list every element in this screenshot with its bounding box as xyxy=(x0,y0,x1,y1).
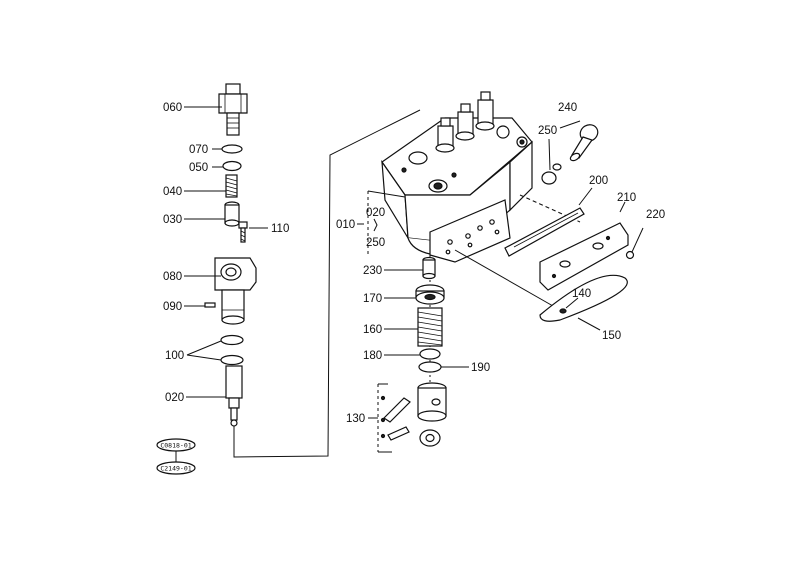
part-050-washer xyxy=(222,160,242,172)
part-170-spring-seat xyxy=(415,284,445,305)
reference-stamps: C0818-01 C2149-01 xyxy=(156,438,196,475)
part-080-holder-body xyxy=(214,257,257,325)
label-240: 240 xyxy=(558,102,577,114)
delivery-valve-holders xyxy=(435,91,495,153)
part-250-washer xyxy=(541,138,562,185)
part-140-pin xyxy=(559,297,579,314)
label-210: 210 xyxy=(617,192,636,204)
part-210-cover xyxy=(539,222,629,291)
label-220: 220 xyxy=(646,209,665,221)
connection-line xyxy=(233,109,421,458)
part-230-plug xyxy=(422,256,436,280)
label-190: 190 xyxy=(471,362,490,374)
label-040: 040 xyxy=(163,186,182,198)
part-220-screw xyxy=(625,227,644,260)
tappet-bracket xyxy=(368,383,392,453)
stamp-bottom: C2149-01 xyxy=(160,465,191,473)
label-170: 170 xyxy=(363,293,382,305)
part-060-fitting xyxy=(218,83,248,136)
label-180: 180 xyxy=(363,350,382,362)
part-040-spring xyxy=(225,174,238,198)
part-160-plunger-spring xyxy=(417,307,443,347)
guide-line-140 xyxy=(454,249,561,311)
part-190-shim xyxy=(418,361,442,373)
label-020-pump: 020 xyxy=(366,207,385,219)
center-labels: 230 170 160 180 190 130 xyxy=(346,265,490,425)
label-100: 100 xyxy=(165,350,184,362)
right-labels: 240 250 200 210 220 140 150 xyxy=(538,102,665,342)
part-030-spacer xyxy=(224,201,240,227)
part-130-tappet xyxy=(383,382,447,447)
label-160: 160 xyxy=(363,324,382,336)
part-240-lever xyxy=(559,120,599,162)
label-110: 110 xyxy=(271,223,289,235)
part-100-washer-a xyxy=(220,334,244,346)
stamp-top: C0818-01 xyxy=(160,442,191,450)
label-050: 050 xyxy=(189,162,208,174)
label-010: 010 xyxy=(336,219,355,231)
part-100-washer-b xyxy=(220,354,244,366)
part-110-screw xyxy=(238,221,248,243)
part-090-pin xyxy=(204,302,216,308)
part-200-rack-plate xyxy=(504,207,585,257)
guide-line-plate xyxy=(519,194,581,223)
part-020-nozzle xyxy=(225,365,243,427)
left-labels: 060 070 050 040 030 110 080 090 100 020 xyxy=(163,102,289,404)
label-150: 150 xyxy=(602,330,621,342)
label-030: 030 xyxy=(163,214,182,226)
label-140: 140 xyxy=(572,288,591,300)
label-020: 020 xyxy=(165,392,184,404)
label-200: 200 xyxy=(589,175,608,187)
pump-body-010 xyxy=(381,91,533,263)
part-180-spring-seat xyxy=(419,348,441,360)
part-070-washer xyxy=(221,144,243,154)
label-090: 090 xyxy=(163,301,182,313)
label-250-pump: 250 xyxy=(366,237,385,249)
pump-labels: 010 020 250 xyxy=(336,190,406,257)
nozzle-assembly xyxy=(204,83,257,427)
label-080: 080 xyxy=(163,271,182,283)
label-250: 250 xyxy=(538,125,557,137)
label-130: 130 xyxy=(346,413,365,425)
label-060: 060 xyxy=(163,102,182,114)
label-070: 070 xyxy=(189,144,208,156)
label-230: 230 xyxy=(363,265,382,277)
